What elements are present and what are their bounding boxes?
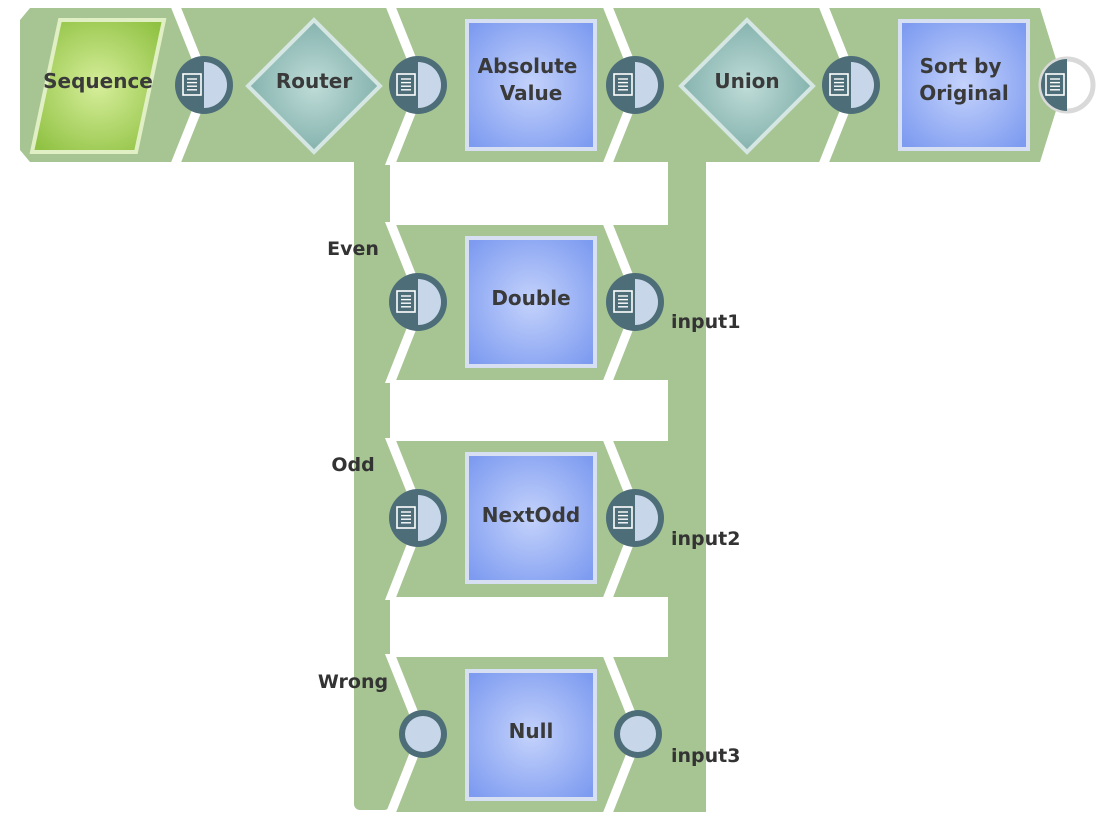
document-icon	[396, 73, 416, 96]
document-icon	[182, 73, 202, 96]
snap-sort-line1: Sort by	[920, 54, 1002, 78]
router-output-even-label: Even	[327, 238, 379, 260]
document-icon	[829, 73, 849, 96]
snap-null[interactable]: Null	[465, 669, 597, 801]
port-sequence-output[interactable]	[175, 56, 233, 114]
snap-union-label: Union	[714, 69, 779, 93]
port-sort-output[interactable]	[1038, 56, 1096, 114]
snap-absolute-value-line1: Absolute	[478, 54, 578, 78]
router-output-wrong-label: Wrong	[318, 671, 388, 693]
snap-next-odd-label: NextOdd	[482, 503, 580, 527]
snap-router-label: Router	[276, 69, 353, 93]
snap-sequence[interactable]: Sequence	[29, 18, 167, 154]
snap-absolute-value[interactable]: Absolute Value	[465, 19, 597, 151]
snap-absolute-value-label: Absolute Value	[478, 54, 585, 105]
document-icon	[396, 506, 416, 529]
snap-double[interactable]: Double	[465, 236, 597, 368]
port-router-input[interactable]	[389, 56, 447, 114]
document-icon	[613, 73, 633, 96]
snap-router[interactable]: Router	[245, 17, 383, 155]
port-next-odd-output[interactable]	[606, 489, 664, 547]
union-input1-label: input1	[671, 311, 740, 333]
document-icon	[613, 290, 633, 313]
union-input3-label: input3	[671, 745, 740, 767]
union-input2-label: input2	[671, 528, 740, 550]
ports	[175, 56, 1096, 758]
snap-sort-line2: Original	[919, 81, 1008, 105]
snap-sequence-label: Sequence	[43, 69, 153, 93]
port-double-output[interactable]	[606, 273, 664, 331]
snap-next-odd[interactable]: NextOdd	[465, 452, 597, 584]
port-double-input[interactable]	[389, 273, 447, 331]
document-icon	[613, 506, 633, 529]
port-null-output[interactable]	[614, 710, 662, 758]
port-absolute-value-output[interactable]	[606, 56, 664, 114]
snap-double-label: Double	[491, 286, 570, 310]
port-next-odd-input[interactable]	[389, 489, 447, 547]
snap-absolute-value-line2: Value	[500, 81, 563, 105]
document-icon	[1045, 73, 1065, 96]
snap-null-label: Null	[509, 719, 554, 743]
router-output-odd-label: Odd	[331, 454, 374, 476]
port-union-output[interactable]	[822, 56, 880, 114]
snap-sort-by-original[interactable]: Sort by Original	[898, 19, 1030, 151]
snap-union[interactable]: Union	[678, 17, 816, 155]
port-null-input[interactable]	[399, 710, 447, 758]
document-icon	[396, 290, 416, 313]
snap-sort-by-original-label: Sort by Original	[919, 54, 1008, 105]
